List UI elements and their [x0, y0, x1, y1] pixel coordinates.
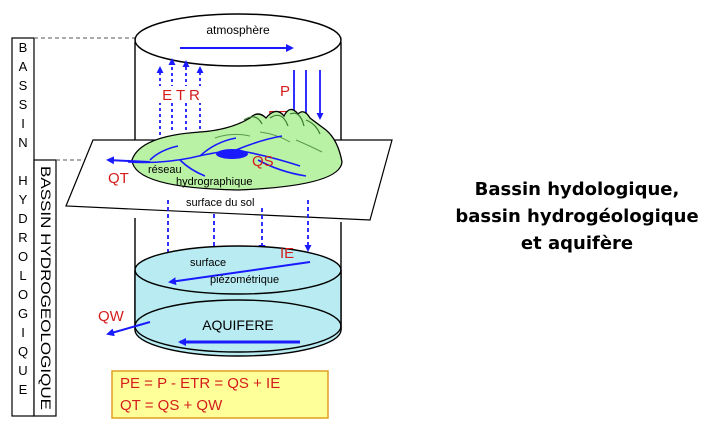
bassin-hydrologique-letter: S	[19, 97, 28, 112]
bassin-hydrologique-letter: I	[21, 325, 25, 340]
bassin-hydrologique-letter: Y	[19, 192, 28, 207]
bassin-hydrologique-letter: E	[19, 382, 28, 397]
bassin-hydrologique-letter: R	[18, 230, 27, 245]
equation-box	[111, 370, 329, 419]
bassin-hydrologique-letter: O	[18, 287, 28, 302]
bassin-hydrogeologique-box	[33, 159, 57, 417]
qw-label: QW	[98, 308, 125, 325]
bassin-hydrologique-letter: L	[19, 268, 26, 283]
aquifere-label: AQUIFERE	[202, 317, 274, 333]
etr-arrows	[156, 58, 204, 135]
qs-label: QS	[252, 153, 274, 170]
bassin-hydrologique-box	[11, 37, 35, 417]
bassin-hydrologique-letter: D	[18, 211, 27, 226]
atmosphere-cylinder	[134, 13, 342, 150]
qw-arrow	[106, 321, 151, 337]
equation-line-2: QT = QS + QW	[120, 397, 223, 414]
side-title-line-1: Bassin hydologique,	[474, 179, 680, 200]
equation-line-1: PE = P - ETR = QS + IE	[120, 375, 280, 392]
qt-arrow	[106, 156, 151, 165]
surface-piezo-label-2: piézométrique	[210, 274, 279, 286]
bassin-hydrologique-letter: H	[18, 173, 27, 188]
bassin-hydrogeologique-label: BASSIN HYDROGEOLOGIQUE	[38, 166, 53, 410]
surface-du-sol-label: surface du sol	[186, 197, 254, 209]
side-title: Bassin hydologique, bassin hydrogéologiq…	[447, 176, 706, 257]
bassin-hydrologique-letter: U	[18, 363, 27, 378]
etr-label: E T R	[162, 87, 200, 104]
piezometric-flow-arrow	[168, 261, 311, 286]
bassin-hydrologique-letter: G	[18, 306, 28, 321]
bassin-hydrologique-letter: S	[19, 78, 28, 93]
bassin-hydrologique-letter: A	[19, 59, 28, 74]
bassin-hydrologique-letter: N	[18, 135, 27, 150]
bassin-hydrologique-letter: Q	[18, 344, 28, 359]
p-label: P	[280, 83, 290, 100]
ie-label: IE	[280, 245, 294, 262]
bassin-hydrologique-letter: I	[21, 116, 25, 131]
side-title-line-2: bassin hydrogéologique	[455, 206, 699, 227]
bassin-hydrologique-letter: O	[18, 249, 28, 264]
aquifer-cylinder	[134, 218, 342, 357]
bassin-hydrogeologique-text: BASSIN HYDROGEOLOGIQUE	[38, 166, 53, 410]
lake	[216, 149, 248, 159]
atmosphere-label: atmosphère	[206, 23, 270, 37]
qt-label: QT	[108, 170, 129, 187]
reseau-label-2: hydrographique	[176, 176, 252, 188]
side-title-line-3: et aquifère	[520, 233, 634, 254]
surface-piezo-label-1: surface	[190, 257, 226, 269]
bassin-hydrologique-letter: B	[19, 40, 28, 55]
reseau-label-1: réseau	[148, 164, 182, 176]
